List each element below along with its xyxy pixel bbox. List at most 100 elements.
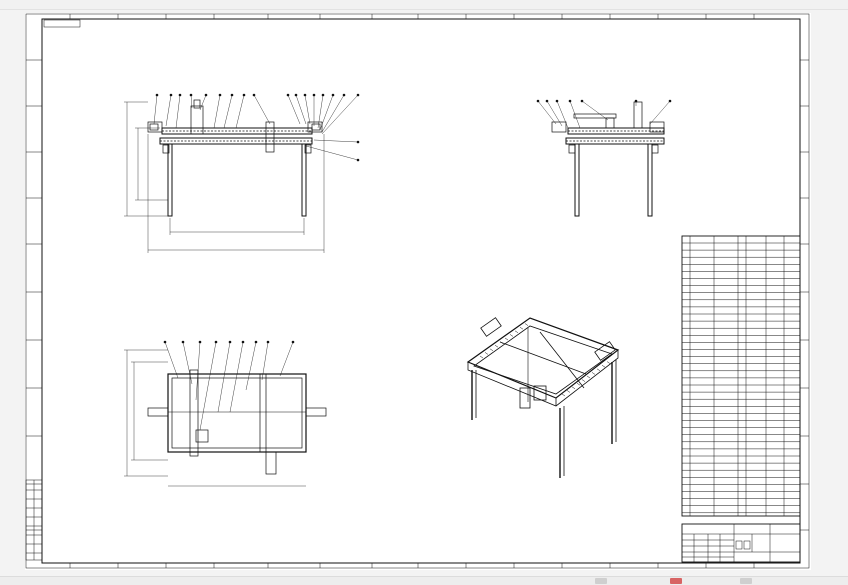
balloon-dot [356, 140, 360, 144]
isometric-view [466, 317, 620, 478]
iso-hatch [566, 390, 571, 393]
leader-line [182, 341, 193, 385]
stamp-box [43, 19, 81, 28]
sheet-outer-border [25, 13, 810, 569]
zoom-tab-icon[interactable] [740, 578, 752, 584]
balloon-dot [266, 340, 270, 344]
leader-line [287, 94, 301, 125]
balloon-dot [242, 93, 246, 97]
iso-hatch [576, 382, 581, 386]
leader-line [556, 100, 569, 129]
zoom-tab-icon[interactable] [595, 578, 607, 584]
leader-line [546, 100, 563, 127]
leader-line [649, 100, 671, 125]
balloon-dot [331, 93, 335, 97]
leader-line [317, 94, 324, 129]
iso-hatch [561, 393, 566, 397]
balloon-dot [342, 93, 346, 97]
sheet-inner-border [41, 18, 801, 564]
balloon-dot [545, 99, 549, 103]
leader-line [217, 341, 231, 413]
leader-line [295, 94, 307, 125]
leader-line [213, 94, 221, 129]
leader-line [537, 100, 557, 125]
balloon-dot [356, 93, 360, 97]
leader-line [199, 341, 217, 431]
balloon-dot [291, 340, 295, 344]
balloon-dot [252, 93, 256, 97]
revision-strip [25, 479, 43, 561]
front-view [124, 93, 360, 253]
leader-line [153, 94, 158, 125]
iso-hatch [504, 337, 509, 341]
leader-line [279, 341, 294, 377]
leader-line [195, 341, 201, 401]
balloon-dot [230, 93, 234, 97]
leader-line [175, 94, 181, 129]
leader-line [261, 341, 269, 381]
leader-line [569, 100, 581, 129]
leader-line [223, 94, 233, 129]
iso-hatch [499, 341, 504, 344]
drawing-sheet [25, 13, 811, 570]
top-view [124, 340, 327, 487]
balloon-dot [178, 93, 182, 97]
title-block [681, 523, 801, 563]
iso-hatch [606, 361, 611, 364]
iso-hatch [596, 368, 601, 372]
viewer-statusbar [0, 576, 848, 585]
balloon-dot [214, 340, 218, 344]
balloon-dot [580, 99, 584, 103]
leader-line [229, 341, 244, 413]
iso-hatch [519, 326, 524, 330]
balloon-dot [286, 93, 290, 97]
leader-line [165, 94, 172, 127]
balloon-dot [356, 158, 360, 162]
balloon-dot [303, 93, 307, 97]
leader-line [305, 145, 359, 161]
balloon-dot [321, 93, 325, 97]
balloon-dot [668, 99, 672, 103]
leader-line [313, 139, 359, 143]
iso-hatch [571, 386, 576, 390]
iso-hatch [479, 355, 484, 359]
close-tab-icon[interactable] [670, 578, 682, 584]
iso-hatch [514, 330, 519, 334]
balloon-dot [294, 93, 298, 97]
bom-table [681, 235, 801, 517]
iso-hatch [524, 323, 529, 326]
leader-line [319, 94, 334, 131]
leader-line [190, 94, 193, 109]
balloon-dot [228, 340, 232, 344]
balloon-dot [568, 99, 572, 103]
balloon-dot [163, 340, 167, 344]
iso-hatch [489, 348, 494, 352]
balloon-dot [536, 99, 540, 103]
balloon-dot [181, 340, 185, 344]
leader-line [199, 94, 207, 111]
leader-line [321, 94, 345, 133]
iso-hatch [601, 364, 606, 368]
leader-line [245, 341, 257, 391]
leader-line [164, 341, 179, 379]
balloon-dot [189, 93, 193, 97]
balloon-dot [555, 99, 559, 103]
iso-hatch [581, 379, 586, 382]
viewer-toolbar [0, 0, 848, 10]
balloon-dot [634, 99, 638, 103]
iso-hatch [591, 372, 596, 375]
iso-hatch [509, 334, 514, 337]
iso-hatch [484, 352, 489, 355]
iso-hatch [494, 344, 499, 348]
balloon-dot [169, 93, 173, 97]
leader-line [304, 94, 311, 125]
balloon-dot [312, 93, 316, 97]
balloon-dot [155, 93, 159, 97]
balloon-dot [241, 340, 245, 344]
balloon-dot [204, 93, 208, 97]
leader-line [581, 100, 609, 121]
leader-line [321, 94, 359, 135]
iso-hatch [586, 375, 591, 379]
balloon-dot [218, 93, 222, 97]
balloon-dot [198, 340, 202, 344]
